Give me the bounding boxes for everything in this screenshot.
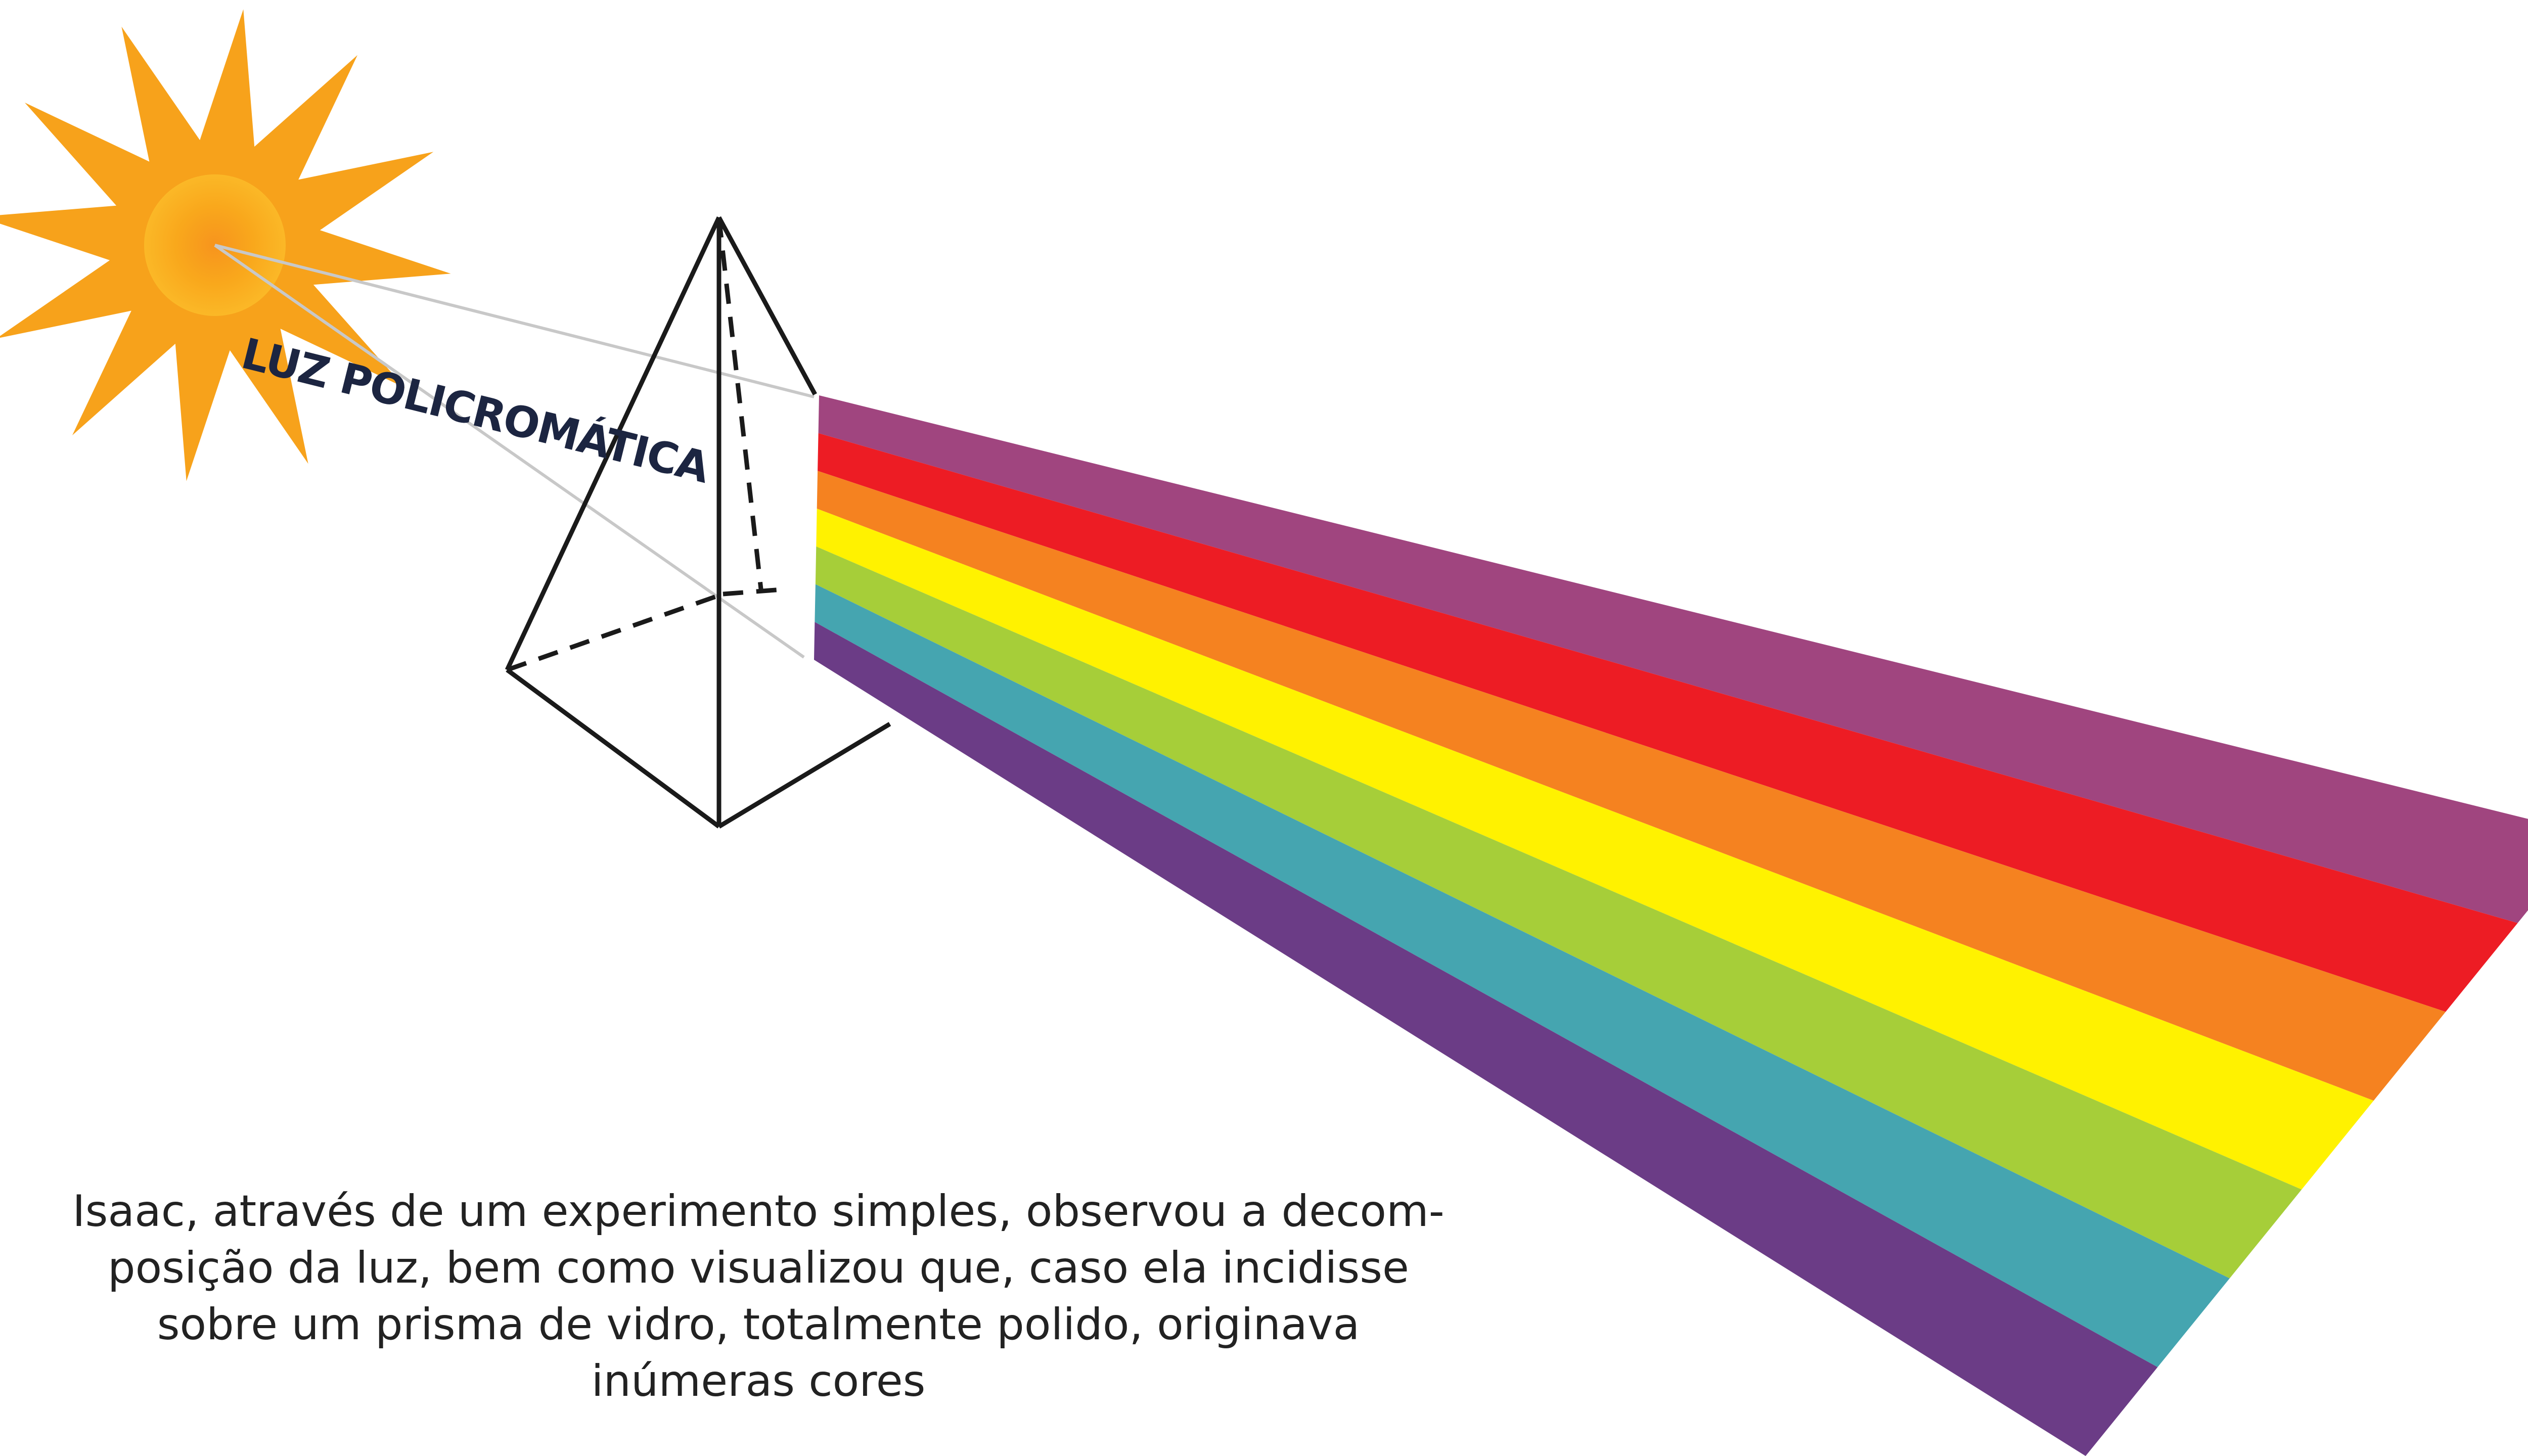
caption-text: Isaac, através de um experimento simples… — [15, 1183, 1502, 1409]
caption-line: sobre um prisma de vidro, totalmente pol… — [157, 1299, 1360, 1350]
spectrum-band — [818, 433, 2518, 1012]
spectrum-band — [815, 546, 2302, 1279]
color-spectrum-beam — [814, 395, 2528, 1456]
spectrum-band — [816, 509, 2374, 1190]
prism-pyramid — [505, 216, 891, 829]
spectrum-band — [815, 584, 2230, 1368]
spectrum-band — [817, 471, 2446, 1101]
incident-light-beam — [214, 244, 815, 659]
caption-line: Isaac, através de um experimento simples… — [72, 1186, 1444, 1237]
spectrum-band — [818, 395, 2528, 923]
caption-line: inúmeras cores — [591, 1356, 926, 1406]
spectrum-band — [814, 622, 2158, 1456]
caption-line: posição da luz, bem como visualizou que,… — [108, 1243, 1409, 1293]
